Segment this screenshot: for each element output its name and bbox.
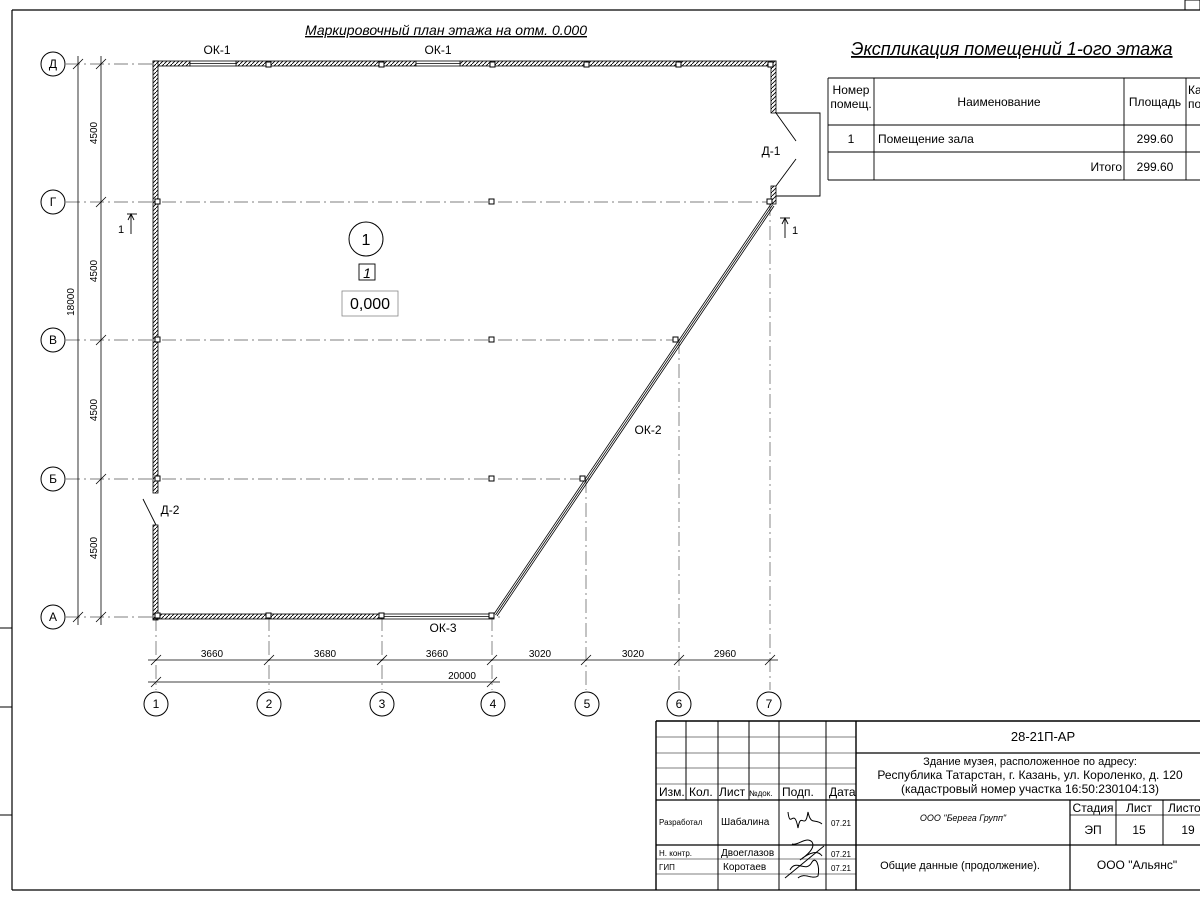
- sheet-header: Лист: [1126, 801, 1153, 815]
- axis-label-col: 5: [584, 697, 591, 711]
- dim-row-1: 4500: [89, 121, 100, 144]
- col-kol: Кол.: [689, 785, 713, 799]
- dim-col: 3660: [201, 649, 224, 660]
- axis-label-row: Д: [49, 57, 57, 71]
- address-line-3: (кадастровый номер участка 16:50:230104:…: [901, 782, 1159, 796]
- element-labels: ОК-1 ОК-1 ОК-2 ОК-3 Д-1 Д-2: [161, 43, 781, 635]
- axis-label-col: 7: [766, 697, 773, 711]
- axis-label-col: 6: [676, 697, 683, 711]
- col-izm: Изм.: [659, 785, 685, 799]
- columns: [154, 61, 774, 619]
- explication-table-grid: [827, 77, 1200, 181]
- date-norm-control: 07.21: [831, 850, 852, 859]
- signatures: [784, 811, 825, 879]
- room-number-box: 1: [363, 265, 371, 281]
- dim-col: 3680: [314, 649, 337, 660]
- door-label: Д-1: [762, 144, 781, 158]
- document-code: 28-21П-АР: [1011, 729, 1075, 744]
- explication-title: Экспликация помещений 1-ого этажа: [851, 39, 1173, 59]
- window-label: ОК-2: [635, 423, 662, 437]
- column-axis-markers: 1 2 3 4 5 6 7: [143, 691, 782, 717]
- name-chief-engineer: Коротаев: [723, 862, 766, 873]
- role-developer: Разработал: [659, 818, 703, 827]
- axis-label-row: Б: [49, 472, 57, 486]
- dim-col: 3020: [529, 649, 552, 660]
- dim-col: 3660: [426, 649, 449, 660]
- room-number-circle: 1: [362, 232, 371, 249]
- explication-total-label: Итого: [1091, 160, 1123, 174]
- organization-2: ООО "Альянс": [1097, 858, 1177, 872]
- door-d1: [775, 112, 821, 197]
- explication-header-number: Номер помещ.: [830, 83, 872, 111]
- explication-header-category: Ка по: [1188, 83, 1200, 111]
- window-label: ОК-1: [204, 43, 231, 57]
- door-label: Д-2: [161, 503, 180, 517]
- dim-row-2: 4500: [89, 259, 100, 282]
- dim-total-height: 18000: [66, 288, 77, 316]
- stage-value: ЭП: [1084, 823, 1101, 837]
- room-level: 0,000: [350, 296, 390, 313]
- axis-label-row: А: [49, 610, 57, 624]
- dim-total-width: 20000: [448, 671, 476, 682]
- walls: [152, 60, 777, 621]
- windows: [189, 60, 775, 620]
- name-norm-control: Двоеглазов: [721, 848, 774, 859]
- col-list: Лист: [719, 785, 746, 799]
- door-d2: [142, 498, 157, 526]
- role-norm-control: Н. контр.: [659, 849, 692, 858]
- bottom-dimension-chain: [148, 654, 778, 688]
- left-dimension-chain: [72, 56, 107, 625]
- address-line-1: Здание музея, расположенное по адресу:: [923, 756, 1137, 768]
- explication-row-area: 299.60: [1137, 132, 1174, 146]
- col-ndoc: №док.: [749, 789, 772, 798]
- address-line-2: Республика Татарстан, г. Казань, ул. Кор…: [877, 768, 1183, 782]
- date-developer: 07.21: [831, 819, 852, 828]
- sheets-value: 19: [1181, 823, 1195, 837]
- title-block-grid: [655, 720, 1200, 890]
- window-label: ОК-3: [430, 621, 457, 635]
- sheet-value: 15: [1132, 823, 1146, 837]
- explication-header-name: Наименование: [957, 95, 1041, 109]
- title-block: 28-21П-АР Здание музея, расположенное по…: [659, 729, 1200, 873]
- sheet-name: Общие данные (продолжение).: [880, 860, 1040, 872]
- axis-label-row: В: [49, 333, 57, 347]
- axis-label-col: 1: [153, 697, 160, 711]
- row-axis-markers: Д Г В Б А: [40, 51, 66, 630]
- col-podp: Подп.: [782, 785, 814, 799]
- dim-col: 3020: [622, 649, 645, 660]
- plan-title: Маркировочный план этажа на отм. 0.000: [305, 22, 587, 38]
- col-data: Дата: [829, 785, 856, 799]
- axis-label-row: Г: [50, 195, 57, 209]
- dim-row-3: 4500: [89, 398, 100, 421]
- explication-header-area: Площадь: [1129, 95, 1181, 109]
- name-developer: Шабалина: [721, 816, 770, 828]
- date-chief-engineer: 07.21: [831, 864, 852, 873]
- axis-label-col: 3: [379, 697, 386, 711]
- dim-row-4: 4500: [89, 536, 100, 559]
- axis-label-col: 4: [490, 697, 497, 711]
- bottom-dimension-values: 3660 3680 3660 3020 3020 2960 20000: [201, 649, 737, 682]
- window-label: ОК-1: [425, 43, 452, 57]
- explication-row-number: 1: [848, 132, 855, 146]
- stage-header: Стадия: [1073, 801, 1114, 815]
- explication-row-name: Помещение зала: [878, 132, 974, 146]
- sheets-header: Листо: [1168, 801, 1200, 815]
- section-marks: [127, 212, 790, 238]
- section-label-right: 1: [792, 225, 798, 237]
- room-marker: 1 1 0,000: [341, 221, 399, 317]
- axis-lines: [66, 63, 771, 690]
- organization-1: ООО "Берега Групп": [920, 813, 1007, 823]
- role-chief-engineer: ГИП: [659, 863, 675, 872]
- axis-label-col: 2: [266, 697, 273, 711]
- dim-col: 2960: [714, 649, 737, 660]
- section-label-left: 1: [118, 224, 124, 236]
- explication-total-value: 299.60: [1137, 160, 1174, 174]
